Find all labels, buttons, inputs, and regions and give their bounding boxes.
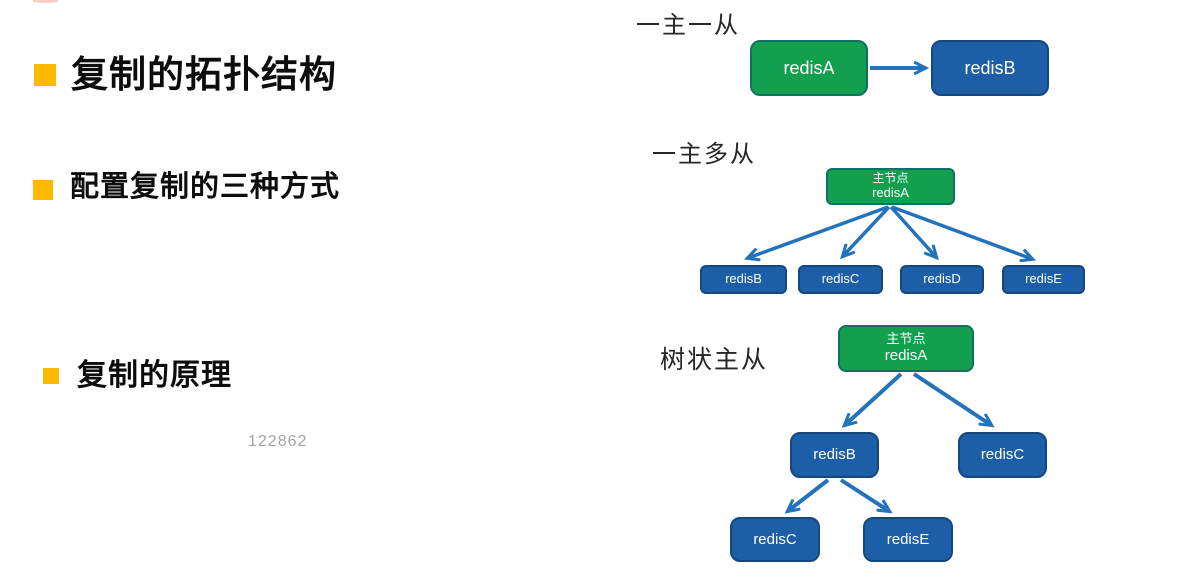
master-role-label: 主节点 (872, 171, 909, 186)
arrow-d3-master-to-redisC (912, 372, 991, 425)
bullet-square-icon (33, 180, 53, 200)
bullet-square-icon (43, 368, 59, 384)
arrow-d2-to-redisD (889, 205, 936, 257)
node-master-redisA: redisA (750, 40, 868, 96)
node-slave-redisB: redisB (700, 265, 787, 294)
bullet-square-icon (34, 64, 56, 86)
node-slave-redisC: redisC (958, 432, 1047, 478)
watermark: 122862 (248, 433, 308, 450)
node-slave-redisE: redisE (1002, 265, 1085, 294)
diagram-title-one-master-multi-slave: 一主多从 (652, 141, 756, 168)
node-master-redisA: 主节点 redisA (838, 325, 974, 372)
arrow-d2-to-redisC (843, 205, 891, 256)
node-slave-redisE-leaf: redisE (863, 517, 953, 562)
master-name-label: redisA (884, 347, 928, 365)
arrow-d2-to-redisE (891, 205, 1032, 259)
arrow-d2-to-redisB (748, 205, 889, 258)
outline-item-label: 复制的拓扑结构 (71, 54, 337, 95)
node-slave-redisB: redisB (931, 40, 1049, 96)
diagram-title-one-master-one-slave: 一主一从 (636, 12, 740, 39)
arrow-d3-redisB-to-redisE (839, 478, 889, 511)
node-master-redisA: 主节点 redisA (826, 168, 955, 205)
outline-item-label: 复制的原理 (77, 359, 232, 392)
outline-item-topology: 复制的拓扑结构 (34, 54, 337, 96)
node-slave-redisC: redisC (798, 265, 883, 294)
arrow-d3-master-to-redisB (845, 372, 903, 425)
outline-item-principle: 复制的原理 (43, 359, 232, 392)
red-dot-artifact (33, 0, 58, 3)
node-slave-redisB: redisB (790, 432, 879, 478)
outline-item-config-methods: 配置复制的三种方式 (33, 171, 341, 204)
arrow-d3-redisB-to-redisC (788, 478, 830, 511)
node-slave-redisD: redisD (900, 265, 984, 294)
outline-item-label: 配置复制的三种方式 (70, 171, 341, 203)
master-role-label: 主节点 (886, 331, 926, 347)
master-name-label: redisA (872, 184, 909, 200)
diagram-title-tree-master-slave: 树状主从 (660, 346, 769, 374)
node-slave-redisC-leaf: redisC (730, 517, 820, 562)
